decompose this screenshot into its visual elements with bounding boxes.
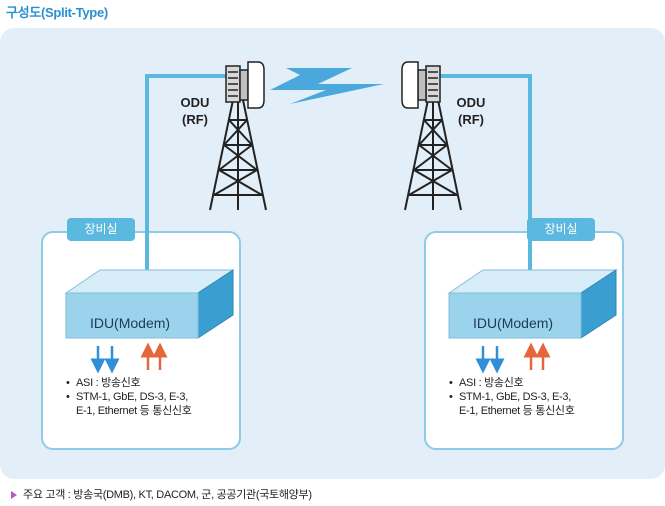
arrows-down-right-icon	[475, 346, 505, 374]
tower-left-icon	[209, 99, 267, 211]
page-title: 구성도(Split-Type)	[6, 5, 108, 20]
cable-left	[145, 74, 226, 293]
odu-label-left: ODU (RF)	[171, 94, 219, 128]
odu-left-line1: ODU	[180, 95, 210, 110]
equipment-room-right	[424, 231, 624, 450]
room-label-left: 장비실	[67, 218, 135, 241]
idu-box-left-icon	[64, 269, 235, 339]
odu-left-line2: (RF)	[182, 112, 208, 127]
note-asi-left: ASI : 방송신호	[76, 377, 141, 389]
odu-right-line1: ODU	[456, 95, 486, 110]
signal-notes-left: •ASI : 방송신호 •STM-1, GbE, DS-3, E-3, E-1,…	[64, 376, 254, 418]
note-telecom-left-b: E-1, Ethernet 등 통신신호	[76, 405, 192, 417]
arrows-down-left-icon	[90, 346, 120, 374]
note-asi-right: ASI : 방송신호	[459, 377, 524, 389]
note-telecom-right-b: E-1, Ethernet 등 통신신호	[459, 405, 575, 417]
wireless-link-icon	[270, 68, 384, 104]
tower-right-icon	[404, 99, 462, 211]
footer-text: 주요 고객 : 방송국(DMB), KT, DACOM, 군, 공공기관(국토해…	[23, 489, 312, 501]
signal-notes-right: •ASI : 방송신호 •STM-1, GbE, DS-3, E-3, E-1,…	[447, 376, 637, 418]
odu-right-icon	[401, 61, 441, 109]
arrows-up-right-icon	[523, 342, 551, 370]
room-label-right: 장비실	[527, 218, 595, 241]
idu-box-right-icon	[447, 269, 618, 339]
note-telecom-right-a: STM-1, GbE, DS-3, E-3,	[459, 391, 571, 403]
note-telecom-left-a: STM-1, GbE, DS-3, E-3,	[76, 391, 188, 403]
footer-note: 주요 고객 : 방송국(DMB), KT, DACOM, 군, 공공기관(국토해…	[11, 486, 312, 502]
arrows-up-left-icon	[140, 342, 168, 370]
equipment-room-left	[41, 231, 241, 450]
idu-label-right: IDU(Modem)	[472, 315, 554, 331]
odu-right-line2: (RF)	[458, 112, 484, 127]
note-item: •STM-1, GbE, DS-3, E-3,	[449, 391, 571, 403]
triangle-bullet-icon	[11, 491, 17, 500]
odu-left-icon	[225, 61, 265, 109]
note-item: •ASI : 방송신호	[449, 377, 524, 389]
note-item: •STM-1, GbE, DS-3, E-3,	[66, 391, 188, 403]
odu-label-right: ODU (RF)	[447, 94, 495, 128]
idu-label-left: IDU(Modem)	[89, 315, 171, 331]
note-item: •ASI : 방송신호	[66, 377, 141, 389]
